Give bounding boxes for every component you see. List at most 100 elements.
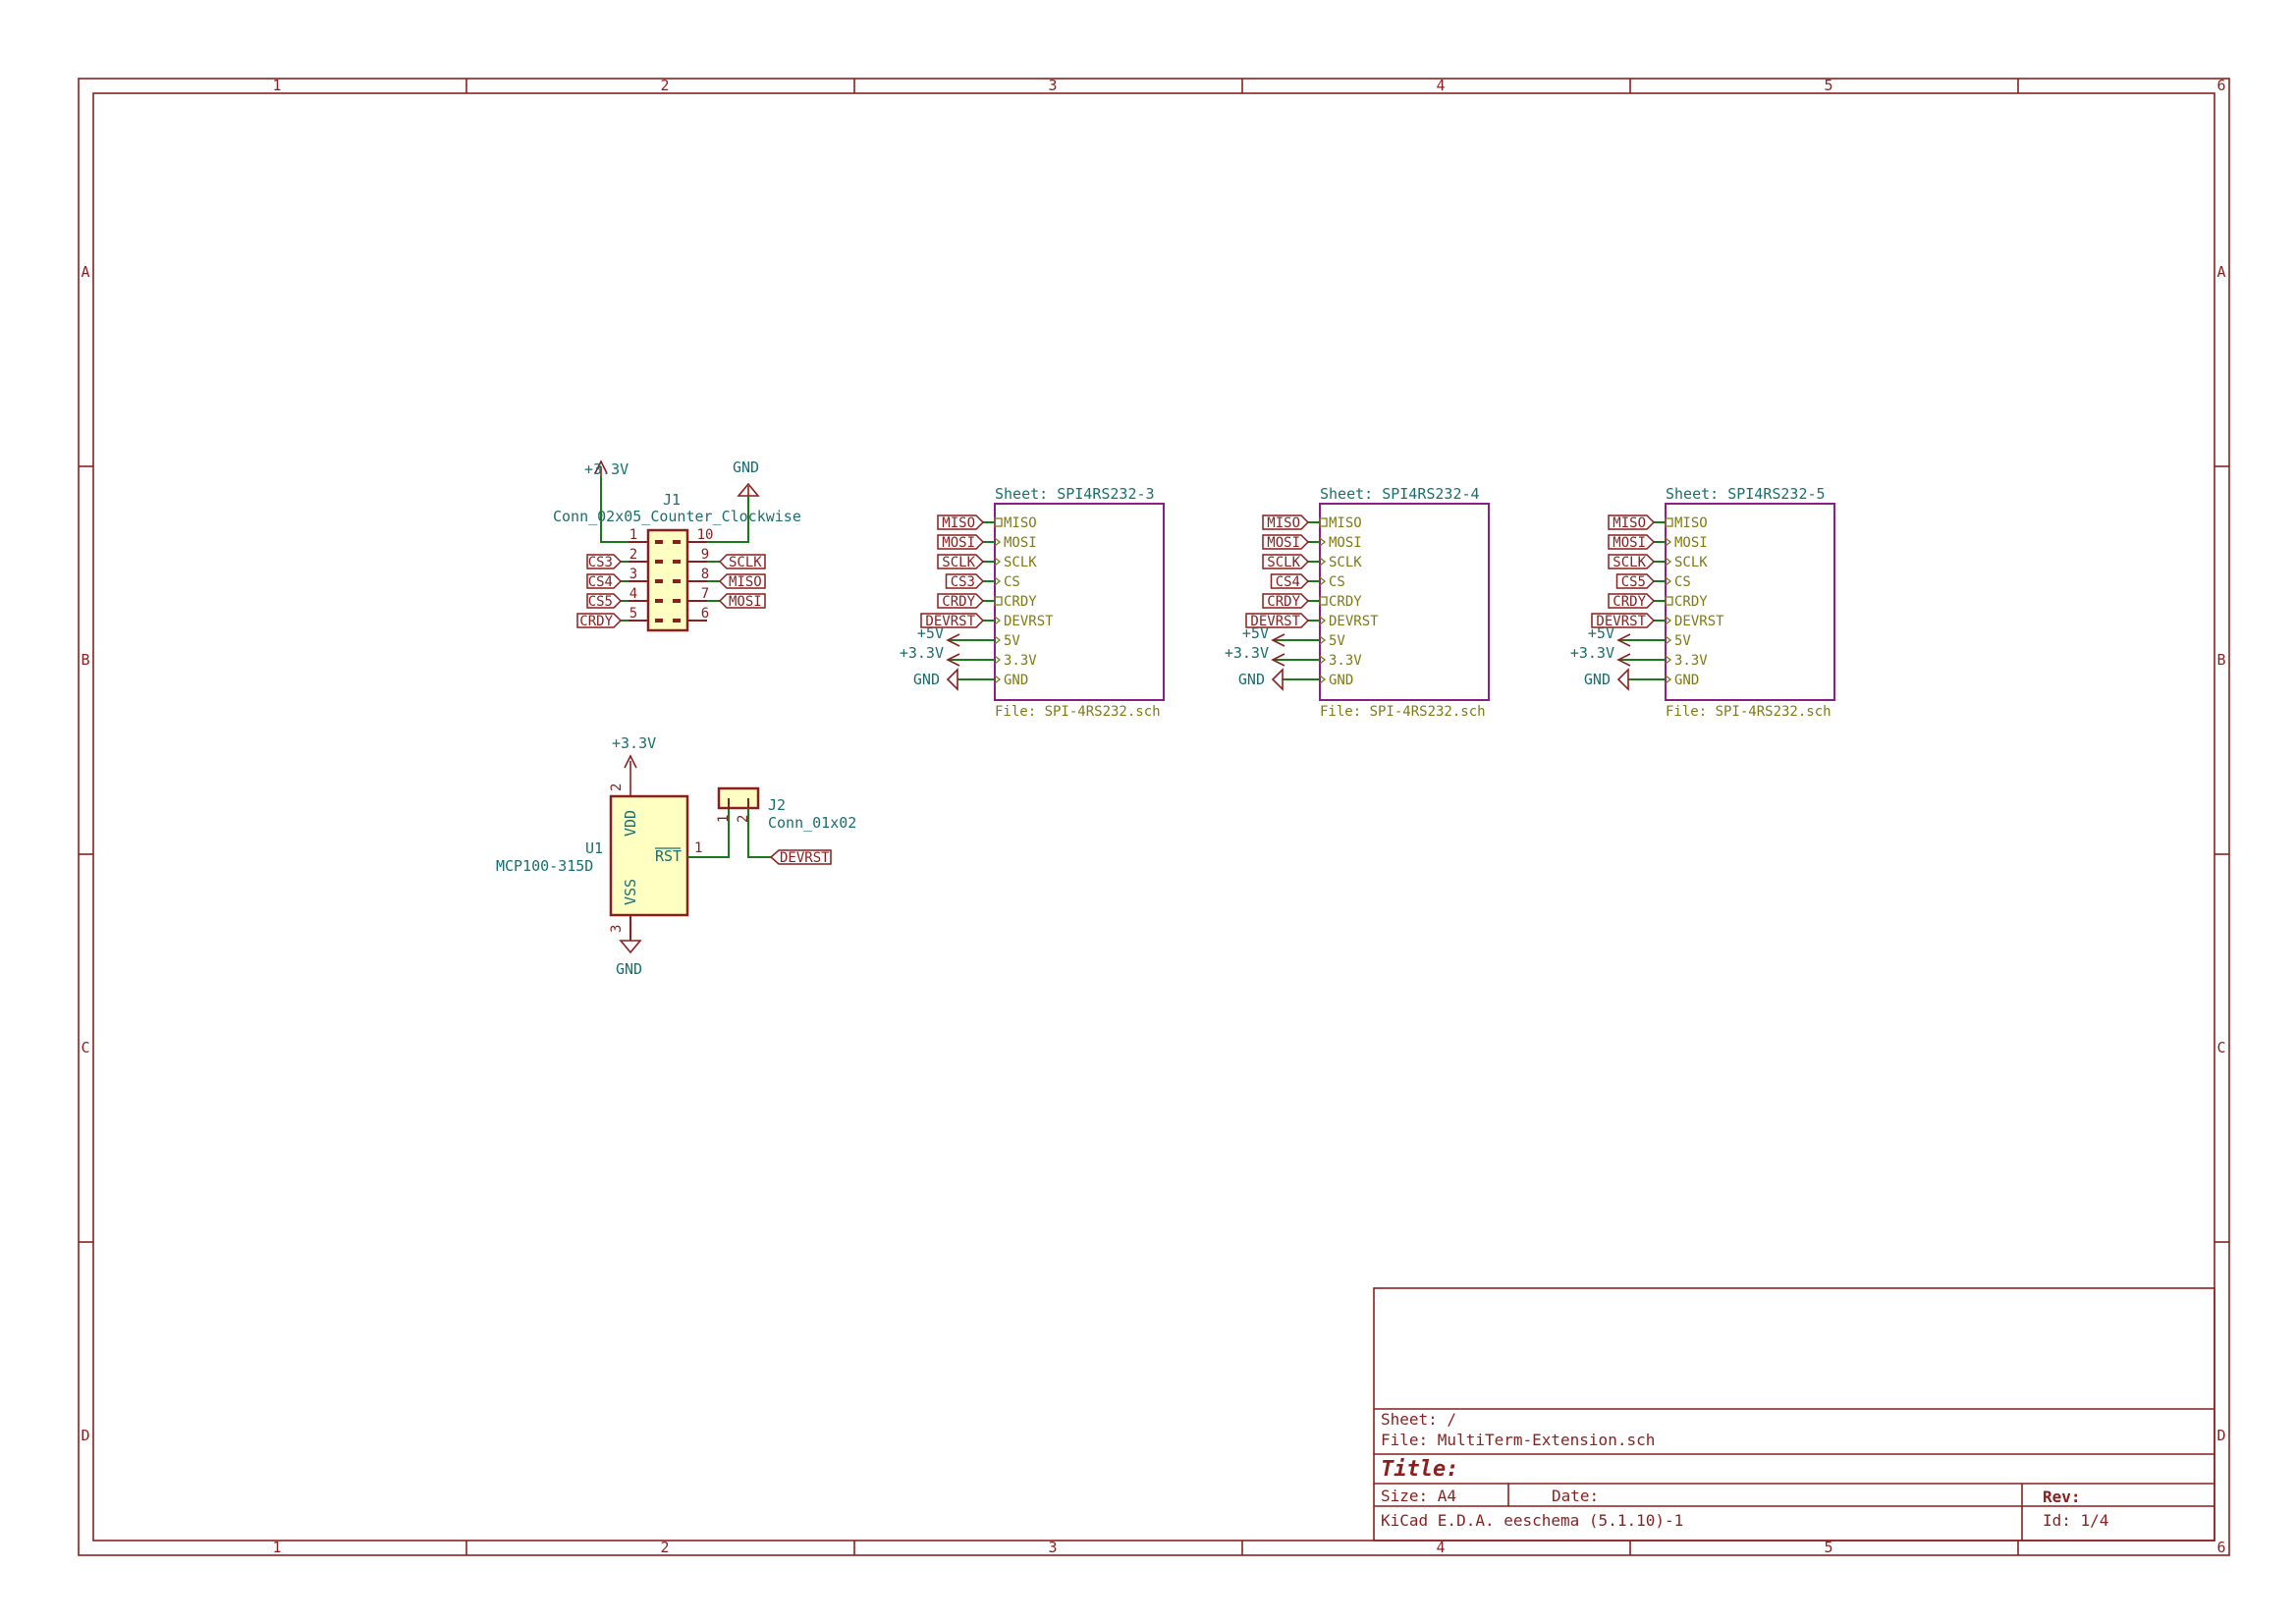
- column-label-top: 4: [1436, 77, 1445, 94]
- ref-designator: J2: [768, 796, 786, 814]
- power-symbol: +3.3V: [1570, 644, 1631, 667]
- column-label-bottom: 4: [1436, 1539, 1445, 1556]
- wire: [687, 805, 730, 858]
- wire: [687, 496, 749, 543]
- net-label-cs5[interactable]: CS5: [1615, 573, 1656, 590]
- power-symbol: +5V: [917, 624, 960, 647]
- net-label-miso[interactable]: MISO: [1262, 514, 1310, 531]
- net-label-sclk[interactable]: SCLK: [1262, 554, 1310, 570]
- pin-number: 2: [736, 815, 751, 823]
- net-label-sclk[interactable]: SCLK: [1608, 554, 1656, 570]
- net-label-cs3[interactable]: CS3: [945, 573, 985, 590]
- net-label-text: CS5: [588, 594, 613, 610]
- pin-number: 7: [701, 586, 709, 602]
- pin-name-vdd: VDD: [622, 810, 639, 837]
- sheet-pin[interactable]: MOSI: [994, 535, 1037, 551]
- sheet-pin[interactable]: SCLK: [1665, 555, 1708, 570]
- sheet-pin-name: 5V: [1004, 633, 1020, 649]
- sheet-pin[interactable]: DEVRST: [1665, 614, 1724, 629]
- pin-number: 3: [629, 567, 637, 582]
- sheet-pin[interactable]: MOSI: [1319, 535, 1362, 551]
- sheet-pin-name: 5V: [1674, 633, 1691, 649]
- tb-file: File: MultiTerm-Extension.sch: [1381, 1431, 1655, 1449]
- net-label-devrst[interactable]: DEVRST: [1245, 613, 1310, 629]
- sheet-pin[interactable]: 5V: [1319, 633, 1345, 649]
- sheet-name: Sheet: SPI4RS232-5: [1666, 485, 1826, 503]
- net-label-cs4[interactable]: CS4: [1270, 573, 1310, 590]
- net-label-mosi[interactable]: MOSI: [718, 593, 766, 610]
- sheet-pin-name: CS: [1674, 574, 1691, 590]
- pin-number: 3: [609, 925, 625, 933]
- sheet-pin[interactable]: GND: [1665, 673, 1699, 688]
- ref-designator: J1: [663, 491, 681, 509]
- sheet-pin[interactable]: MISO: [1319, 515, 1362, 531]
- sheet-pin[interactable]: MOSI: [1665, 535, 1708, 551]
- sheet-pin[interactable]: DEVRST: [1319, 614, 1379, 629]
- row-label-right: D: [2216, 1427, 2225, 1444]
- sheet-pin-name: DEVRST: [1004, 614, 1054, 629]
- net-label-devrst[interactable]: DEVRST: [769, 849, 832, 866]
- power-symbol-gnd-j1: GND: [733, 459, 760, 497]
- sheet-pin[interactable]: MISO: [1665, 515, 1708, 531]
- net-label-devrst[interactable]: DEVRST: [920, 613, 985, 629]
- sheet-pin[interactable]: 3.3V: [1665, 653, 1708, 669]
- net-label-text: CRDY: [942, 594, 975, 610]
- connector-j1[interactable]: +3.3V GND J1 Conn_02x05_Counter_Clockwis…: [553, 459, 801, 632]
- net-label-mosi[interactable]: MOSI: [1262, 534, 1310, 551]
- sheet-pin[interactable]: GND: [1319, 673, 1353, 688]
- component-body: [646, 528, 689, 632]
- sheet-pin[interactable]: 3.3V: [1319, 653, 1362, 669]
- net-label-sclk[interactable]: SCLK: [718, 554, 766, 570]
- sheet-pin-name: MOSI: [1329, 535, 1362, 551]
- sheet-pin[interactable]: MISO: [994, 515, 1037, 531]
- sheet-pin[interactable]: SCLK: [1319, 555, 1362, 570]
- net-label-text: DEVRST: [925, 614, 975, 629]
- net-label-miso[interactable]: MISO: [718, 573, 766, 590]
- sheet-pin[interactable]: CS: [1319, 574, 1345, 590]
- net-label-miso[interactable]: MISO: [1608, 514, 1656, 531]
- sheet-pin[interactable]: CRDY: [994, 594, 1037, 610]
- net-label-sclk[interactable]: SCLK: [937, 554, 985, 570]
- sheet-pin-name: MOSI: [1004, 535, 1037, 551]
- sheet-pin[interactable]: CRDY: [1665, 594, 1708, 610]
- net-label-miso[interactable]: MISO: [937, 514, 985, 531]
- sheet-pin[interactable]: CS: [1665, 574, 1691, 590]
- pin-number: 9: [701, 547, 709, 563]
- tb-sheet: Sheet: /: [1381, 1410, 1456, 1429]
- sheet-pin[interactable]: GND: [994, 673, 1028, 688]
- net-label-crdy[interactable]: CRDY: [1262, 593, 1310, 610]
- power-label: +3.3V: [900, 644, 944, 662]
- ic-u1[interactable]: +3.3V U1 MCP100-315D VDD VSS RST 2 3 1 G…: [496, 734, 730, 978]
- pin-number: 5: [629, 606, 637, 622]
- sheet-pin[interactable]: 5V: [994, 633, 1020, 649]
- sheet-pin[interactable]: CS: [994, 574, 1020, 590]
- pin-number: 10: [697, 527, 714, 543]
- net-label-mosi[interactable]: MOSI: [1608, 534, 1656, 551]
- net-label-crdy[interactable]: CRDY: [937, 593, 985, 610]
- sheet-file: File: SPI-4RS232.sch: [1320, 704, 1486, 720]
- power-label: GND: [1238, 671, 1265, 688]
- sheet-file: File: SPI-4RS232.sch: [995, 704, 1161, 720]
- power-label: GND: [1584, 671, 1611, 688]
- sheet-pin[interactable]: DEVRST: [994, 614, 1054, 629]
- net-label-mosi[interactable]: MOSI: [937, 534, 985, 551]
- net-label-crdy[interactable]: CRDY: [1608, 593, 1656, 610]
- sheet-pin[interactable]: 5V: [1665, 633, 1691, 649]
- connector-j2[interactable]: J2 Conn_01x02 1 2 DEVRST: [716, 786, 856, 866]
- net-label-devrst[interactable]: DEVRST: [1591, 613, 1656, 629]
- net-label-cs5[interactable]: CS5: [586, 593, 623, 610]
- net-label-text: SCLK: [1613, 555, 1646, 570]
- net-label-cs4[interactable]: CS4: [586, 573, 623, 590]
- power-symbol: +5V: [1242, 624, 1285, 647]
- row-label-left: A: [81, 263, 89, 281]
- sheet-pin[interactable]: CRDY: [1319, 594, 1362, 610]
- sheet-pin[interactable]: 3.3V: [994, 653, 1037, 669]
- sheet-pin[interactable]: SCLK: [994, 555, 1037, 570]
- net-label-cs3[interactable]: CS3: [586, 554, 623, 570]
- net-label-crdy[interactable]: CRDY: [576, 613, 623, 629]
- sheet-pin-name: DEVRST: [1674, 614, 1724, 629]
